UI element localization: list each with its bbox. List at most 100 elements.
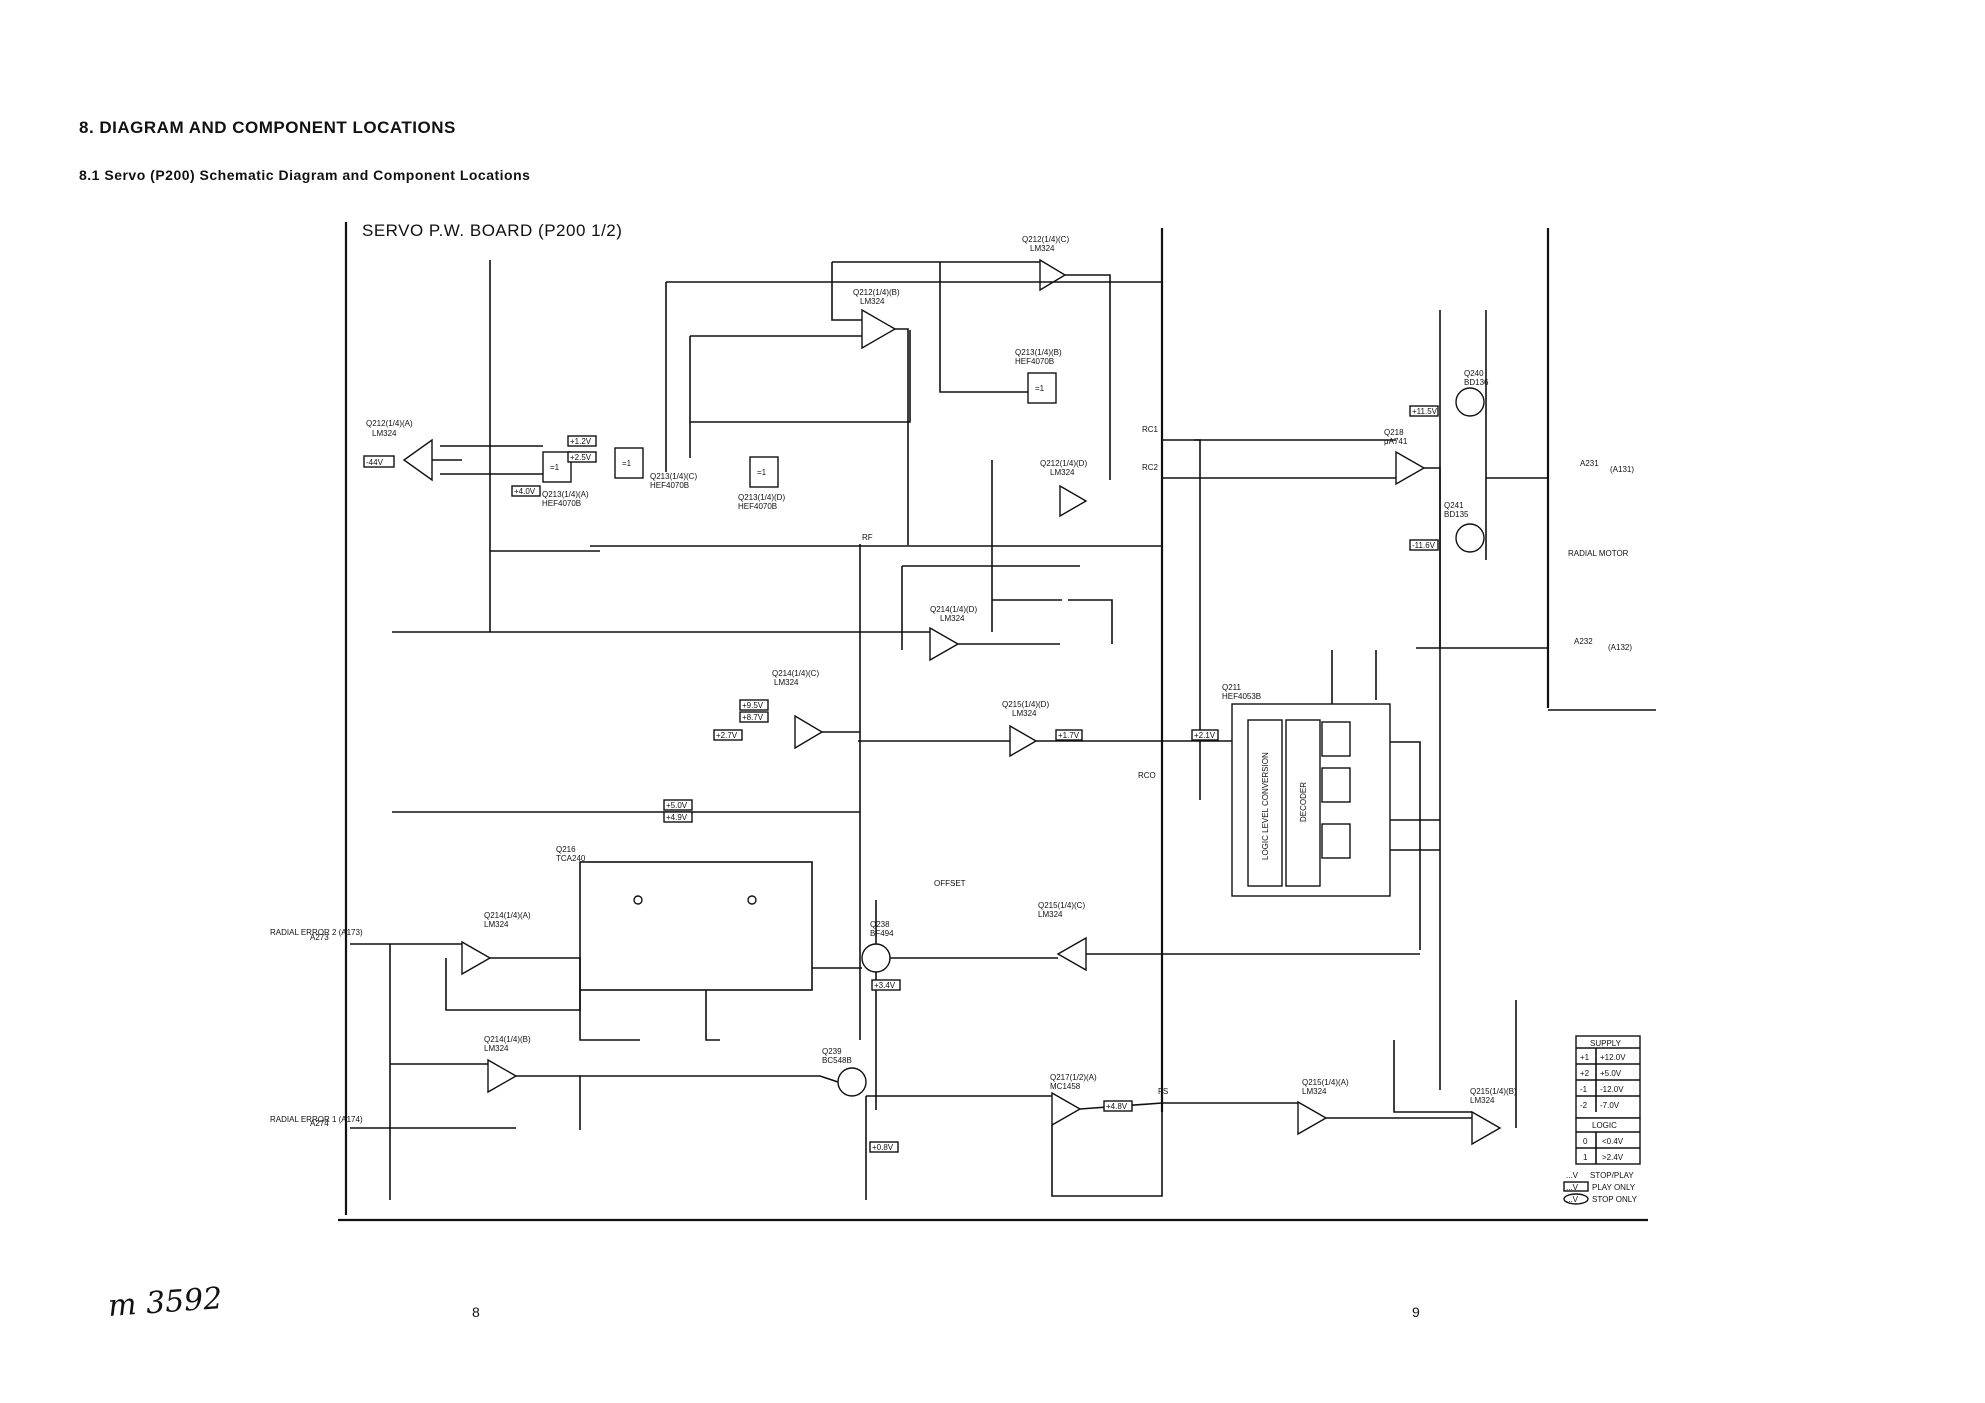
- ic-part-q214d: LM324: [940, 614, 965, 623]
- page-number-right: 9: [1412, 1304, 1420, 1320]
- ic-part-q212c: LM324: [1030, 244, 1055, 253]
- legend-text-3: STOP ONLY: [1592, 1195, 1638, 1204]
- conn-a231-label: (A131): [1610, 465, 1634, 474]
- supply-node-4: -2: [1580, 1101, 1588, 1110]
- transistor-q241: Q241 BD135: [1444, 501, 1485, 553]
- voltage-label-6: +8.7V: [742, 713, 764, 722]
- logic-value-0: <0.4V: [1602, 1137, 1624, 1146]
- supply-value-2: +5.0V: [1600, 1069, 1622, 1078]
- opamp-q215c: Q215(1/4)(C) LM324: [1038, 901, 1087, 972]
- legend-symbol-3: ...V: [1566, 1195, 1579, 1204]
- logic-level-0: 0: [1583, 1137, 1588, 1146]
- conn-a274-pin: A274: [310, 1119, 329, 1128]
- tr-ref-q239: Q239: [822, 1047, 842, 1056]
- ic-ref-q212c: Q212(1/4)(C): [1022, 235, 1069, 244]
- conn-a232-pin: A232: [1574, 637, 1593, 646]
- conn-a231-pin: A231: [1580, 459, 1599, 468]
- ic-ref-q214c: Q214(1/4)(C): [772, 669, 819, 678]
- ic-ref-q213b: Q213(1/4)(B): [1015, 348, 1062, 357]
- net-rc2-label: RC2: [1142, 463, 1159, 472]
- logic-level-conversion-label: LOGIC LEVEL CONVERSION: [1261, 752, 1270, 860]
- supply-node-1: +1: [1580, 1053, 1590, 1062]
- net-rco-label: RCO: [1138, 771, 1156, 780]
- tr-part-q238: BF494: [870, 929, 894, 938]
- ic-ref-q214d: Q214(1/4)(D): [930, 605, 977, 614]
- tr-part-q241: BD135: [1444, 510, 1469, 519]
- ic-ref-q217a: Q217(1/2)(A): [1050, 1073, 1097, 1082]
- opamp-q215d: Q215(1/4)(D) LM324: [1002, 700, 1049, 758]
- opamp-q218: Q218 μA741: [1384, 428, 1426, 486]
- gate-q213b: =1 Q213(1/4)(B) HEF4070B: [1015, 348, 1062, 404]
- page-number-left: 8: [472, 1304, 480, 1320]
- supply-value-3: -12.0V: [1600, 1085, 1624, 1094]
- voltage-label-2: +1.2V: [570, 437, 592, 446]
- conn-a232-label: (A132): [1608, 643, 1632, 652]
- gate-q213d: =1 Q213(1/4)(D) HEF4070B: [738, 456, 785, 511]
- gate-q213c: =1 Q213(1/4)(C) HEF4070B: [614, 447, 697, 490]
- gate-q213a: =1 Q213(1/4)(A) HEF4070B: [542, 451, 589, 508]
- opamp-q212a: Q212(1/4)(A) LM324: [366, 419, 433, 482]
- opamp-q215a: Q215(1/4)(A) LM324: [1297, 1078, 1349, 1136]
- conn-a274-label: RADIAL ERROR 1 (A174): [270, 1115, 363, 1124]
- svg-text:=1: =1: [550, 463, 560, 472]
- connector-labels: RADIAL ERROR 2 (A173) A273 RADIAL ERROR …: [270, 425, 1634, 1128]
- net-fs-label: FS: [1158, 1087, 1168, 1096]
- legend-symbol-2: ...V: [1566, 1183, 1579, 1192]
- transistor-q238: Q238 BF494: [861, 920, 894, 973]
- opamp-q214b: Q214(1/4)(B) LM324: [484, 1035, 531, 1094]
- ic-q216: Q216 TCA240: [556, 845, 813, 991]
- ic-part-q211: HEF4053B: [1222, 692, 1261, 701]
- logic-value-1: >2.4V: [1602, 1153, 1624, 1162]
- ic-ref-q215c: Q215(1/4)(C): [1038, 901, 1085, 910]
- voltage-label-7: +2.7V: [716, 731, 738, 740]
- subsection-title: 8.1 Servo (P200) Schematic Diagram and C…: [79, 167, 531, 183]
- opamp-q214a: Q214(1/4)(A) LM324: [461, 911, 531, 976]
- legend-text-2: PLAY ONLY: [1592, 1183, 1636, 1192]
- ic-ref-q212b: Q212(1/4)(B): [853, 288, 900, 297]
- ic-part-q213a: HEF4070B: [542, 499, 581, 508]
- tr-ref-q238: Q238: [870, 920, 890, 929]
- svg-text:=1: =1: [1035, 384, 1045, 393]
- ic-part-q212a: LM324: [372, 429, 397, 438]
- ic-ref-q213c: Q213(1/4)(C): [650, 472, 697, 481]
- voltage-label-13: -11.6V: [1412, 541, 1436, 550]
- voltage-label-16: +3.4V: [874, 981, 896, 990]
- supply-value-4: -7.0V: [1600, 1101, 1620, 1110]
- offset-label: OFFSET: [934, 879, 966, 888]
- opamp-q215b: Q215(1/4)(B) LM324: [1470, 1087, 1517, 1146]
- radial-motor-label: RADIAL MOTOR: [1568, 549, 1629, 558]
- ic-part-q218: μA741: [1384, 437, 1408, 446]
- svg-text:=1: =1: [757, 468, 767, 477]
- ic-part-q215c: LM324: [1038, 910, 1063, 919]
- voltage-label-14: +4.8V: [1106, 1102, 1128, 1111]
- ic-part-q212b: LM324: [860, 297, 885, 306]
- transistor-q240: Q240 BD136: [1455, 369, 1489, 417]
- conn-a273-pin: A273: [310, 933, 329, 942]
- voltage-label-9: +4.9V: [666, 813, 688, 822]
- decoder-label: DECODER: [1299, 782, 1308, 822]
- legend: ...V STOP/PLAY ...V PLAY ONLY ...V STOP …: [1563, 1171, 1638, 1205]
- ic-part-q215d: LM324: [1012, 709, 1037, 718]
- ic-part-q212d: LM324: [1050, 468, 1075, 477]
- logic-level-1: 1: [1583, 1153, 1588, 1162]
- ic-part-q215a: LM324: [1302, 1087, 1327, 1096]
- ic-ref-q218: Q218: [1384, 428, 1404, 437]
- ic-part-q213c: HEF4070B: [650, 481, 689, 490]
- wiring: [350, 260, 1548, 1200]
- ic-ref-q215a: Q215(1/4)(A): [1302, 1078, 1349, 1087]
- tr-ref-q241: Q241: [1444, 501, 1464, 510]
- ic-ref-q214a: Q214(1/4)(A): [484, 911, 531, 920]
- voltage-label-3: +2.5V: [570, 453, 592, 462]
- opamp-q214d: Q214(1/4)(D) LM324: [929, 605, 977, 662]
- net-rc1-label: RC1: [1142, 425, 1159, 434]
- legend-text-1: STOP/PLAY: [1590, 1171, 1634, 1180]
- tr-part-q240: BD136: [1464, 378, 1489, 387]
- supply-node-3: -1: [1580, 1085, 1588, 1094]
- board-title: SERVO P.W. BOARD (P200 1/2): [362, 221, 623, 240]
- ic-ref-q215d: Q215(1/4)(D): [1002, 700, 1049, 709]
- ic-part-q216: TCA240: [556, 854, 586, 863]
- ic-ref-q213d: Q213(1/4)(D): [738, 493, 785, 502]
- supply-node-2: +2: [1580, 1069, 1590, 1078]
- ic-ref-q211: Q211: [1222, 683, 1242, 692]
